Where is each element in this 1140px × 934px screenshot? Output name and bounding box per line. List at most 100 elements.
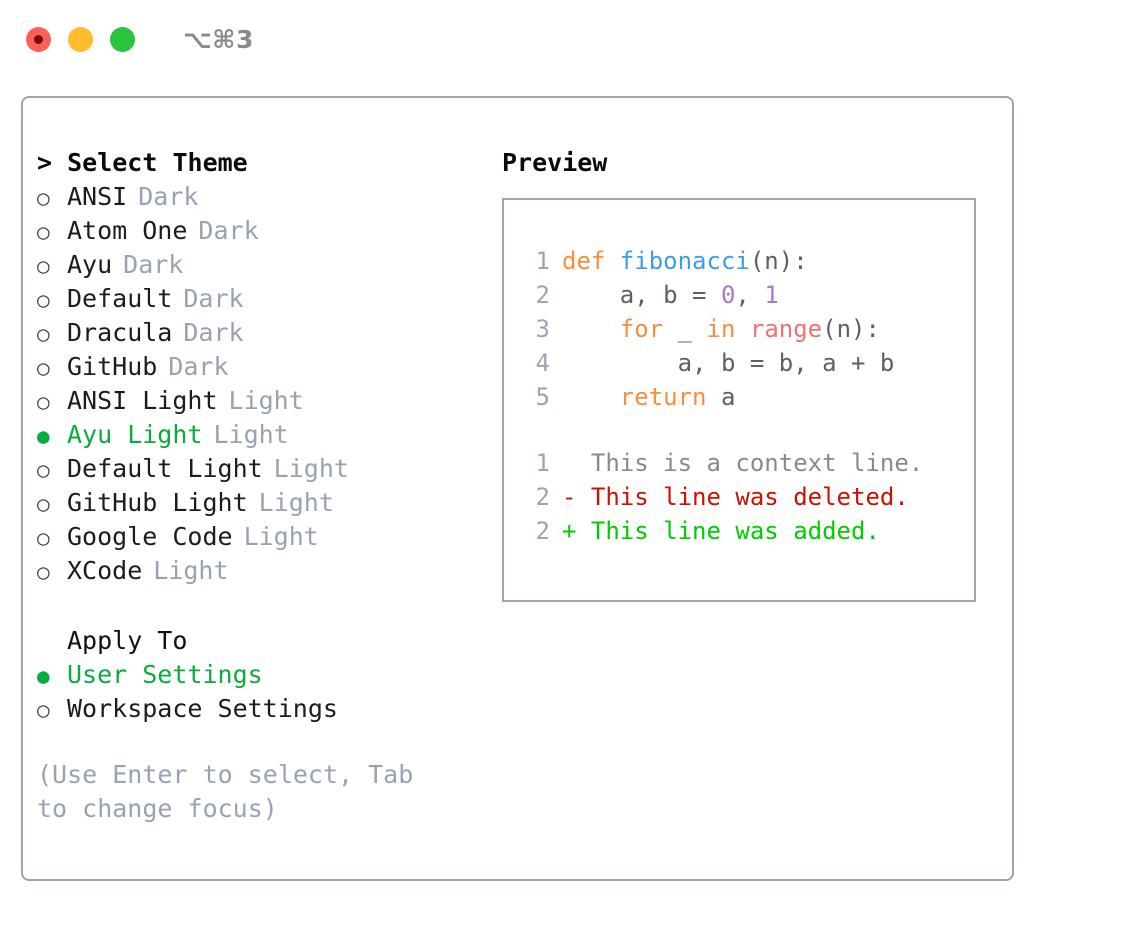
radio-icon: ○ (37, 698, 50, 722)
line-number: 5 (535, 383, 550, 411)
select-theme-header: > Select Theme (37, 148, 248, 177)
preview-title: Preview (502, 148, 608, 177)
code-text: return a (562, 380, 736, 414)
apply-to-label: User Settings (67, 660, 263, 689)
radio-icon: ○ (37, 356, 50, 380)
apply-to-label: Workspace Settings (67, 694, 338, 723)
code-token: for (619, 315, 664, 343)
theme-variant: Light (228, 386, 304, 415)
code-token: in (706, 315, 736, 343)
theme-option-xcode[interactable]: ○ XCode Light (37, 554, 497, 588)
radio-icon: ○ (37, 288, 50, 312)
line-number: 4 (535, 349, 550, 377)
code-token: 0 (720, 281, 736, 309)
theme-variant: Dark (198, 216, 259, 245)
main-panel: > Select Theme ○ ANSI Dark ○ Atom One Da… (21, 96, 1014, 881)
diff-sign: + (562, 517, 577, 545)
keyboard-shortcut-label: ⌥⌘3 (183, 24, 254, 54)
line-number: 2 (535, 517, 550, 545)
apply-to-option-user-settings[interactable]: ● User Settings (37, 658, 497, 692)
theme-name: GitHub Light (67, 488, 248, 517)
apply-to-option-workspace-settings[interactable]: ○ Workspace Settings (37, 692, 497, 726)
theme-name: Google Code (67, 522, 233, 551)
code-token: , (735, 281, 765, 309)
code-text: a, b = 0, 1 (562, 278, 779, 312)
theme-name: Dracula (67, 318, 173, 347)
code-line: 1 def fibonacci(n): (522, 244, 974, 278)
code-token: a, b = b, a + b (562, 349, 895, 377)
window-controls (26, 26, 135, 52)
theme-name: Ayu (67, 250, 113, 279)
diff-line-context: 1 This is a context line. (522, 446, 974, 480)
minimize-button[interactable] (68, 26, 93, 52)
theme-variant: Dark (183, 284, 244, 313)
theme-option-atom-one-dark[interactable]: ○ Atom One Dark (37, 214, 497, 248)
close-button[interactable] (26, 26, 51, 52)
code-token: return (619, 383, 707, 411)
radio-icon: ○ (37, 492, 50, 516)
title-bar: ⌥⌘3 (0, 0, 1140, 78)
theme-option-ayu-dark[interactable]: ○ Ayu Dark (37, 248, 497, 282)
diff-text: This line was added. (576, 517, 880, 545)
code-line: 3 for _ in range(n): (522, 312, 974, 346)
theme-variant: Light (258, 488, 334, 517)
diff-sample: 1 This is a context line. 2 - This line … (522, 446, 974, 548)
theme-name: Ayu Light (67, 420, 203, 449)
radio-icon: ○ (37, 220, 50, 244)
theme-variant: Dark (168, 352, 229, 381)
theme-name: Default Light (67, 454, 263, 483)
theme-option-google-code[interactable]: ○ Google Code Light (37, 520, 497, 554)
line-number: 1 (535, 247, 550, 275)
theme-name: XCode (67, 556, 143, 585)
preview-gap (522, 414, 974, 446)
preview-column: Preview 1 def fibonacci(n): 2 a, b = 0, … (502, 146, 1002, 602)
code-text: def fibonacci(n): (562, 244, 808, 278)
theme-variant: Light (153, 556, 229, 585)
theme-option-github-light[interactable]: ○ GitHub Light Light (37, 486, 497, 520)
code-token: range (749, 315, 823, 343)
radio-icon: ○ (37, 526, 50, 550)
code-token (735, 315, 749, 343)
theme-name: ANSI Light (67, 386, 218, 415)
theme-option-ansi-dark[interactable]: ○ ANSI Dark (37, 180, 497, 214)
theme-name: Default (67, 284, 173, 313)
code-token: 1 (764, 281, 779, 309)
theme-list: ○ ANSI Dark ○ Atom One Dark ○ Ayu Dark (37, 180, 497, 588)
code-token (562, 315, 620, 343)
apply-to-header: Apply To (67, 626, 188, 655)
theme-option-ayu-light[interactable]: ● Ayu Light Light (37, 418, 497, 452)
keyboard-hint-text: (Use Enter to select, Tab to change focu… (37, 760, 429, 823)
section-spacer (37, 588, 497, 624)
theme-option-default-light[interactable]: ○ Default Light Light (37, 452, 497, 486)
maximize-button[interactable] (110, 26, 135, 52)
theme-option-default-dark[interactable]: ○ Default Dark (37, 282, 497, 316)
radio-icon: ○ (37, 560, 50, 584)
theme-option-dracula-dark[interactable]: ○ Dracula Dark (37, 316, 497, 350)
theme-option-ansi-light[interactable]: ○ ANSI Light Light (37, 384, 497, 418)
radio-icon: ○ (37, 254, 50, 278)
line-number: 2 (535, 483, 550, 511)
code-token: def (562, 247, 620, 275)
theme-name: ANSI (67, 182, 128, 211)
radio-selected-icon: ● (37, 424, 50, 448)
theme-variant: Light (273, 454, 349, 483)
line-number: 1 (535, 449, 550, 477)
radio-icon: ○ (37, 322, 50, 346)
theme-option-github-dark[interactable]: ○ GitHub Dark (37, 350, 497, 384)
radio-icon: ○ (37, 186, 50, 210)
diff-line-deleted: 2 - This line was deleted. (522, 480, 974, 514)
apply-to-list: ● User Settings ○ Workspace Settings (37, 658, 497, 726)
hint-spacer (37, 726, 497, 758)
theme-variant: Light (243, 522, 319, 551)
code-text: for _ in range(n): (562, 312, 880, 346)
code-token: a (706, 383, 736, 411)
theme-variant: Dark (183, 318, 244, 347)
code-token (562, 383, 620, 411)
code-token: _ (663, 315, 707, 343)
diff-line-added: 2 + This line was added. (522, 514, 974, 548)
diff-sign (562, 446, 576, 480)
theme-selector-column: > Select Theme ○ ANSI Dark ○ Atom One Da… (37, 146, 497, 826)
radio-icon: ○ (37, 458, 50, 482)
code-token: (n): (749, 247, 808, 275)
code-token: a, b = (562, 281, 721, 309)
